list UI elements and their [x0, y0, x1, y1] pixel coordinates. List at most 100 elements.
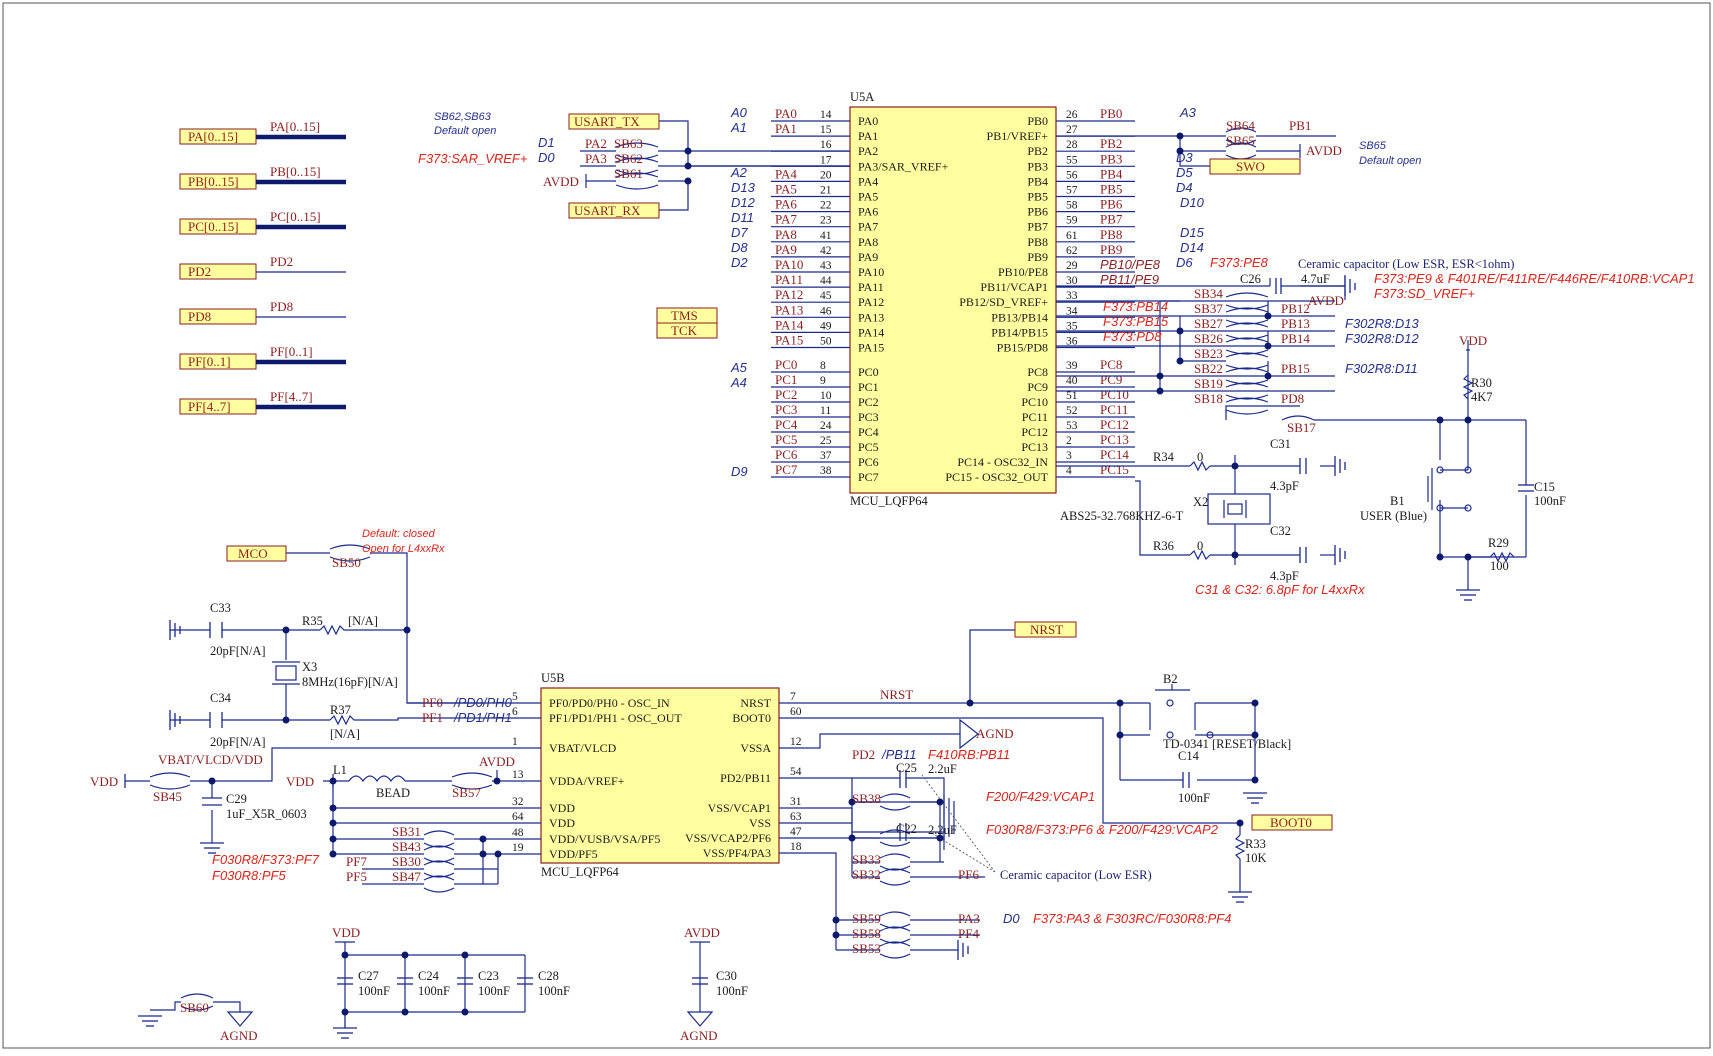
solder-bridge-arc — [423, 887, 455, 893]
pin-number: 43 — [820, 260, 832, 272]
ard-d8: D8 — [731, 240, 748, 255]
vbat-net: VBAT/VLCD/VDD — [158, 752, 263, 767]
r30-ref: R30 — [1471, 376, 1492, 390]
pin-net: PA7 — [775, 212, 797, 227]
pin-name: PA4 — [858, 174, 878, 188]
c29-symbol — [124, 774, 224, 854]
r35-val: [N/A] — [348, 614, 378, 628]
solder-bridge-arc — [1225, 379, 1269, 385]
c15-ref: C15 — [1534, 480, 1555, 494]
r33-val: 10K — [1245, 851, 1267, 865]
usart-tx-port: USART_TX — [568, 113, 660, 130]
pin-net: PB2 — [1100, 136, 1122, 151]
bus-port-label: PD8 — [188, 309, 211, 324]
c29-val: 1uF_X5R_0603 — [226, 807, 307, 821]
solder-bridge-arc — [1225, 364, 1269, 370]
usart-rx-port: USART_RX — [568, 202, 660, 219]
pin-name: VDD — [549, 801, 575, 815]
pin-net: PA15 — [775, 333, 803, 348]
pin-number: 16 — [820, 139, 832, 151]
pin-name: PC5 — [858, 440, 879, 454]
agnd-c30: AGND — [680, 1028, 718, 1043]
net-pd8: PD8 — [1281, 391, 1304, 406]
r36-val: 0 — [1197, 539, 1203, 553]
svg-text:TMS: TMS — [671, 308, 698, 323]
mco-port: MCO — [226, 545, 287, 562]
sb22-label: SB22 — [1194, 361, 1223, 376]
pin-number: 40 — [1066, 375, 1078, 387]
solder-bridge-arc — [423, 842, 455, 848]
solder-bridge-arc — [423, 860, 455, 866]
solder-bridge-arc — [423, 845, 455, 851]
tms-port: TMS — [656, 307, 718, 324]
pin-name: PC4 — [858, 425, 879, 439]
ard-d15: D15 — [1180, 225, 1205, 240]
pin-number: 47 — [790, 826, 802, 838]
pin-name: PA15 — [858, 341, 884, 355]
pin-name: VSS/PF4/PA3 — [703, 846, 771, 860]
pin-name: PC3 — [858, 410, 879, 424]
pin-net: PB9 — [1100, 242, 1122, 257]
pin-net: PA6 — [775, 197, 797, 212]
agnd-u5b: AGND — [976, 726, 1014, 741]
pin-net: PC5 — [775, 432, 797, 447]
c33-c34-symbols — [169, 620, 223, 730]
pin-net: PA5 — [775, 182, 797, 197]
solder-bridge-arc — [423, 857, 455, 863]
pin-name: PB15/PD8 — [997, 341, 1048, 355]
pin-number: 33 — [1066, 290, 1078, 302]
solder-bridge-arc — [1225, 397, 1269, 403]
b2-ref: B2 — [1163, 672, 1178, 686]
solder-bridge-arc — [1225, 352, 1269, 358]
sb62-label: SB62 — [614, 151, 643, 166]
sb33-label: SB33 — [852, 852, 881, 867]
pin-number: 2 — [1066, 435, 1072, 447]
pin-number: 28 — [1066, 139, 1078, 151]
solder-bridge-arc — [1225, 292, 1269, 298]
sb37-label: SB37 — [1194, 301, 1223, 316]
u5a-part: MCU_LQFP64 — [850, 494, 929, 508]
sb65-label: SB65 — [1226, 133, 1255, 148]
pin-net: PB11/PE9 — [1100, 272, 1159, 287]
pin-name: PA12 — [858, 295, 884, 309]
pin-number: 36 — [1066, 336, 1078, 348]
sb30-label: SB30 — [392, 854, 421, 869]
r36-ref: R36 — [1153, 539, 1174, 553]
pin-number: 41 — [820, 230, 832, 242]
c24-ref: C24 — [418, 969, 440, 983]
sb47-label: SB47 — [392, 869, 421, 884]
pin-number: 29 — [1066, 260, 1078, 272]
pin-net: PC13 — [1100, 432, 1129, 447]
svg-text:NRST: NRST — [1030, 622, 1063, 637]
pb-sb-arcs — [1225, 292, 1269, 415]
c14-val: 100nF — [1178, 791, 1210, 805]
pin-name: PB3 — [1027, 159, 1048, 173]
pin-number: 39 — [1066, 360, 1078, 372]
pin-name: VSS — [749, 816, 771, 830]
pin-net: PC15 — [1100, 462, 1129, 477]
pin-number: 51 — [1066, 390, 1078, 402]
pin-number: 50 — [820, 336, 832, 348]
pin-name: VDD/VUSB/VSA/PF5 — [549, 832, 660, 846]
bus-net-label: PF[0..1] — [270, 344, 313, 359]
pin-net: PC0 — [775, 357, 797, 372]
vcap-wires — [852, 777, 955, 850]
bus-port-label: PF[0..1] — [188, 354, 231, 369]
pin-net: PB7 — [1100, 212, 1123, 227]
note-sb65-default: Default open — [1359, 155, 1421, 167]
pin-net: PA4 — [775, 166, 797, 181]
net-pf5: PF5 — [346, 869, 367, 884]
pin-net: PA9 — [775, 242, 797, 257]
note-pb15: F373:PB15 — [1103, 314, 1169, 329]
pin-number: 54 — [790, 766, 802, 778]
svg-text:USART_TX: USART_TX — [574, 114, 640, 129]
pin-number: 48 — [512, 827, 524, 839]
solder-bridge-arc — [1225, 409, 1269, 415]
r29-val: 100 — [1490, 559, 1509, 573]
pin-name: PA0 — [858, 114, 878, 128]
pin-number: 37 — [820, 450, 832, 462]
ard-a2: A2 — [730, 165, 748, 180]
ard-d11: D11 — [731, 210, 754, 225]
